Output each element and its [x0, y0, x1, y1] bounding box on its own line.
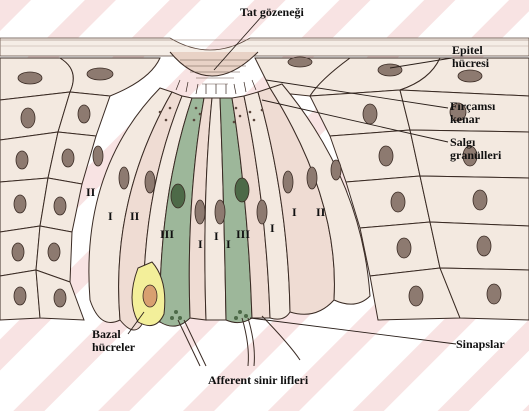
marker-type-I-center: I — [214, 229, 219, 243]
label-secretory-granules-line2: granülleri — [450, 149, 501, 162]
label-afferent-nerve-fibers: Afferent sinir lifleri — [208, 374, 308, 387]
label-taste-pore: Tat gözeneği — [240, 6, 304, 19]
label-epithelial-cell: Epitel hücresi — [452, 44, 489, 70]
label-secretory-granules: Salgı granülleri — [450, 136, 501, 162]
marker-type-I-center-right: I — [226, 237, 231, 251]
marker-type-III-right: III — [236, 227, 250, 241]
epithelium-surface — [0, 38, 529, 56]
marker-type-I-left: I — [108, 209, 113, 223]
basal-cell-nucleus — [143, 285, 157, 307]
marker-type-I-right-outer: I — [292, 205, 297, 219]
label-brush-border-line2: kenar — [450, 113, 495, 126]
marker-type-I-right: I — [270, 221, 275, 235]
marker-type-III-left: III — [160, 227, 174, 241]
label-brush-border: Fırçamsı kenar — [450, 100, 495, 126]
marker-type-I-center-left: I — [198, 237, 203, 251]
label-basal-cells: Bazal hücreler — [92, 328, 135, 354]
marker-type-II-left: II — [86, 185, 96, 199]
label-basal-cells-line2: hücreler — [92, 341, 135, 354]
label-synapses: Sinapslar — [456, 338, 505, 351]
marker-type-II-right: II — [316, 205, 326, 219]
label-epithelial-cell-line2: hücresi — [452, 57, 489, 70]
marker-type-II-left-inner: II — [130, 209, 140, 223]
